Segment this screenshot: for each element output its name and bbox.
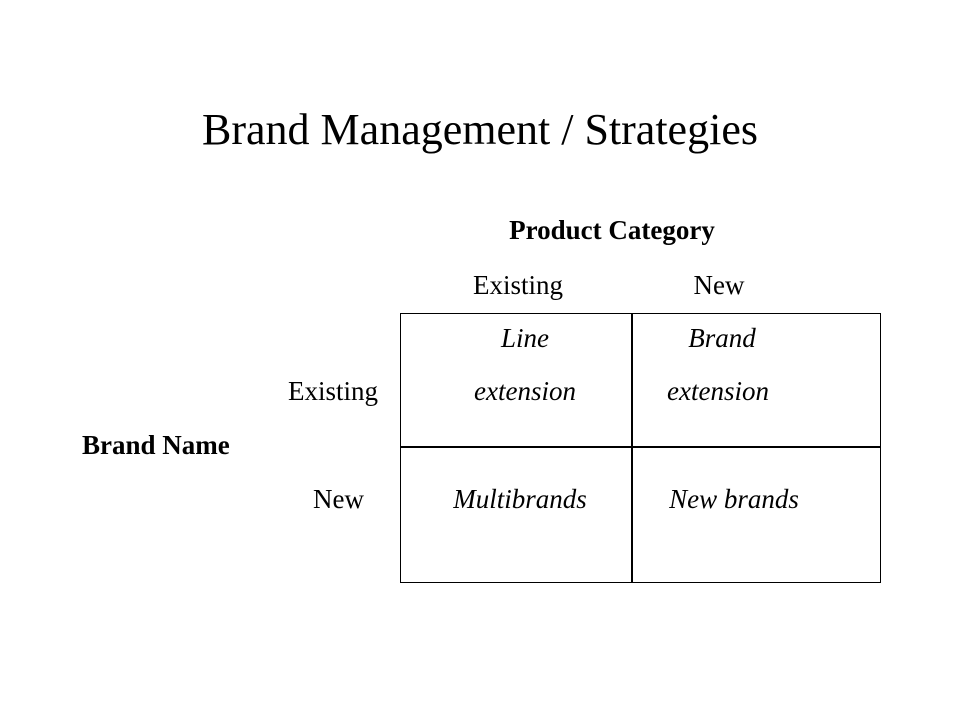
row-header-existing: Existing — [287, 376, 378, 406]
matrix-horizontal-divider — [400, 446, 881, 448]
column-header-existing: Existing — [472, 270, 563, 300]
slide-title: Brand Management / Strategies — [202, 105, 758, 154]
row-axis-label: Brand Name — [82, 430, 230, 460]
cell-multibrands: Multibrands — [453, 484, 587, 514]
cell-new-brands: New brands — [669, 484, 799, 514]
column-header-new: New — [693, 270, 745, 300]
row-header-new: New — [313, 484, 364, 514]
column-axis-label: Product Category — [509, 215, 715, 245]
cell-brand-extension-line2: extension — [667, 376, 769, 406]
cell-line-extension-line1: Line — [500, 323, 549, 353]
cell-line-extension-line2: extension — [474, 376, 576, 406]
cell-brand-extension-line1: Brand — [688, 323, 756, 353]
matrix-vertical-divider — [631, 313, 633, 583]
strategy-matrix — [400, 313, 881, 583]
